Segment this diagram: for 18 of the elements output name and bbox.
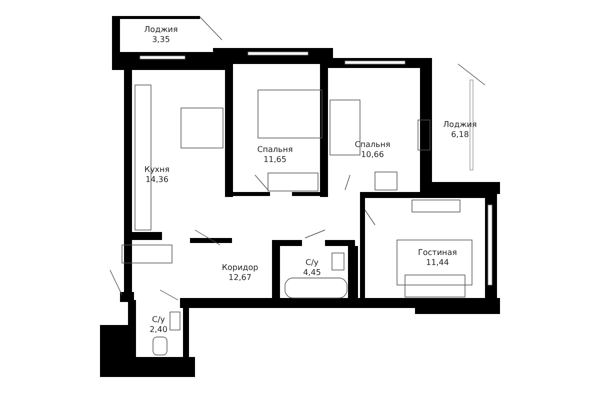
room-area-value: 12,67 [228,272,252,282]
room-name: С/у [152,315,165,325]
room-name: Коридор [222,262,258,272]
room-area-value: 10,66 [361,150,384,160]
room-area-value: 11,65 [264,155,286,165]
room-area-value: 6,18 [451,130,469,140]
room-name: Лоджия [443,120,477,130]
room-name: Гостиная [418,248,457,258]
room-area-value: 2,40 [150,325,168,335]
room-area-value: 14,36 [146,175,168,185]
room-name: Спальня [354,140,390,150]
room-area-value: 11,44 [426,258,449,268]
room-name: Кухня [144,165,170,175]
room-name: С/у [305,258,318,268]
room-name: Спальня [257,145,293,155]
room-area-value: 3,35 [152,35,170,45]
room-name: Лоджия [144,25,178,35]
room-area-value: 4,45 [303,268,321,278]
